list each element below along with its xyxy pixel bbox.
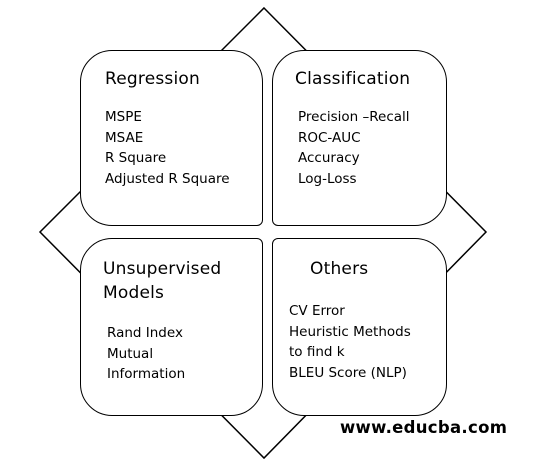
- list-item: Mutual: [107, 345, 154, 362]
- others-box: Others CV Error Heuristic Methods to fin…: [272, 238, 447, 416]
- list-item: Precision –Recall: [298, 109, 410, 125]
- unsupervised-models-box: Unsupervised Models Rand Index Mutual In…: [80, 238, 263, 416]
- watermark-url: www.educba.com: [340, 418, 508, 437]
- list-item: BLEU Score (NLP): [289, 364, 407, 381]
- unsupervised-metrics-list: Rand Index Mutual Information: [107, 323, 185, 385]
- others-title: Others: [310, 259, 369, 279]
- list-item: CV Error: [289, 303, 345, 319]
- unsupervised-title-line-2: Models: [103, 283, 165, 303]
- unsupervised-title-line-1: Unsupervised: [103, 259, 222, 279]
- regression-box: Regression MSPE MSAE R Square Adjusted R…: [80, 50, 263, 226]
- list-item: to find k: [289, 344, 345, 360]
- list-item: R Square: [105, 150, 167, 166]
- list-item: Information: [107, 366, 186, 382]
- list-item: Log-Loss: [298, 170, 357, 187]
- list-item: MSAE: [105, 129, 144, 146]
- list-item: Adjusted R Square: [105, 170, 230, 187]
- regression-metrics-list: MSPE MSAE R Square Adjusted R Square: [105, 107, 230, 189]
- list-item: ROC-AUC: [298, 129, 361, 146]
- classification-box: Classification Precision –Recall ROC-AUC…: [272, 50, 447, 226]
- list-item: Heuristic Methods: [289, 323, 411, 340]
- classification-title: Classification: [295, 69, 411, 89]
- list-item: Accuracy: [298, 150, 360, 166]
- classification-metrics-list: Precision –Recall ROC-AUC Accuracy Log-L…: [298, 107, 410, 189]
- list-item: Rand Index: [107, 325, 183, 341]
- regression-title: Regression: [105, 69, 200, 89]
- others-metrics-list: CV Error Heuristic Methods to find k BLE…: [289, 301, 411, 383]
- unsupervised-title: Unsupervised Models: [103, 257, 253, 305]
- list-item: MSPE: [105, 109, 142, 125]
